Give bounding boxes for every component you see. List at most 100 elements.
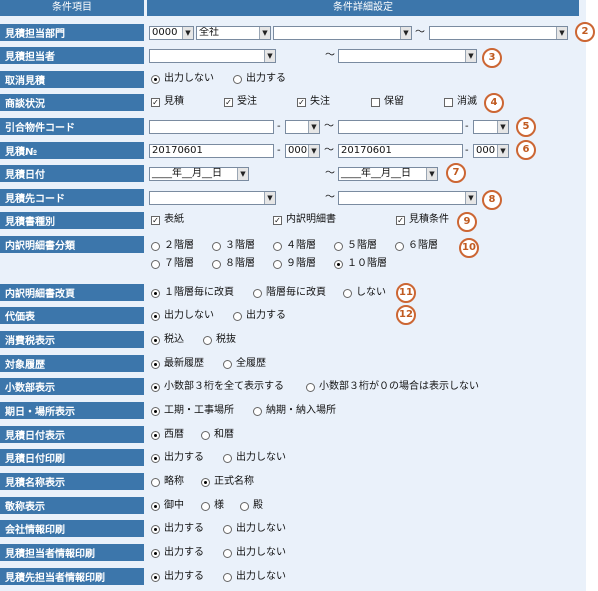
substitute-option-1[interactable]: 出力する	[233, 310, 286, 322]
option-label: 出力する	[164, 452, 204, 463]
option-label: 西暦	[164, 429, 184, 440]
badge-11: 11	[396, 283, 416, 303]
date-format-option-0[interactable]: 西暦	[151, 429, 184, 441]
breakdown-level-option-8[interactable]: １０階層	[334, 258, 387, 270]
dept-code-select[interactable]: 0000▼	[149, 26, 194, 40]
date-print-option-0[interactable]: 出力する	[151, 452, 204, 464]
quote-date-to-select[interactable]: ____年__月__日▼	[338, 167, 438, 181]
dropdown-arrow-icon: ▼	[237, 168, 248, 180]
checkbox-icon	[371, 97, 380, 107]
option-label: ７階層	[164, 258, 194, 269]
header-detail-column: 条件詳細設定	[147, 0, 579, 16]
property-to-code-input[interactable]	[338, 120, 463, 134]
dropdown-arrow-icon: ▼	[308, 121, 319, 133]
date-print-option-1[interactable]: 出力しない	[223, 452, 286, 464]
quote-no-from-sub-select[interactable]: 000▼	[285, 144, 320, 158]
history-option-0[interactable]: 最新履歴	[151, 358, 204, 370]
client-staff-print-option-1[interactable]: 出力しない	[223, 571, 286, 583]
quote-date-from-select[interactable]: ____年__月__日▼	[149, 167, 249, 181]
option-label: ６階層	[408, 240, 438, 251]
period-place-option-1[interactable]: 納期・納入場所	[253, 405, 336, 417]
breakdown-level-option-0[interactable]: ２階層	[151, 240, 194, 252]
option-label: 出力する	[164, 547, 204, 558]
company-print-option-1[interactable]: 出力しない	[223, 523, 286, 535]
radio-icon	[201, 501, 210, 511]
breakdown-level-option-7[interactable]: ９階層	[273, 258, 316, 270]
staff-print-option-0[interactable]: 出力する	[151, 547, 204, 559]
property-from-code-input[interactable]	[149, 120, 274, 134]
quote-no-to-input[interactable]: 20170601	[338, 144, 463, 158]
period-place-option-0[interactable]: 工期・工事場所	[151, 405, 234, 417]
status-option-4[interactable]: 消滅	[444, 96, 477, 108]
status-option-1[interactable]: ✓受注	[224, 96, 257, 108]
status-option-2[interactable]: ✓失注	[297, 96, 330, 108]
breakdown-page-option-0[interactable]: １階層毎に改頁	[151, 287, 234, 299]
doc-type-option-1[interactable]: ✓内訳明細書	[273, 214, 336, 226]
radio-icon	[223, 359, 232, 369]
quote-no-from-input[interactable]: 20170601	[149, 144, 274, 158]
dept-from-select[interactable]: ▼	[273, 26, 412, 40]
history-option-1[interactable]: 全履歴	[223, 358, 266, 370]
option-label: １０階層	[347, 258, 387, 269]
breakdown-level-option-2[interactable]: ４階層	[273, 240, 316, 252]
breakdown-level-option-1[interactable]: ３階層	[212, 240, 255, 252]
doc-type-option-2[interactable]: ✓見積条件	[396, 214, 449, 226]
radio-icon	[151, 477, 160, 487]
checkbox-icon: ✓	[151, 97, 160, 107]
date-format-option-1[interactable]: 和暦	[201, 429, 234, 441]
quote-no-to-sub-select[interactable]: 000▼	[473, 144, 509, 158]
radio-icon	[151, 311, 160, 321]
radio-icon	[151, 335, 160, 345]
client-from-select[interactable]: ▼	[149, 191, 276, 205]
breakdown-level-option-5[interactable]: ７階層	[151, 258, 194, 270]
doc-type-option-0[interactable]: ✓ 表紙	[151, 214, 184, 226]
honorific-option-0[interactable]: 御中	[151, 500, 184, 512]
dept-to-select[interactable]: ▼	[429, 26, 568, 40]
status-option-3[interactable]: 保留	[371, 96, 404, 108]
checkbox-icon: ✓	[224, 97, 233, 107]
dropdown-arrow-icon: ▼	[259, 27, 270, 39]
substitute-option-0[interactable]: 出力しない	[151, 310, 214, 322]
staff-print-option-1[interactable]: 出力しない	[223, 547, 286, 559]
honorific-option-2[interactable]: 殿	[240, 500, 263, 512]
decimal-option-1[interactable]: 小数部３桁が０の場合は表示しない	[306, 381, 479, 393]
breakdown-level-option-6[interactable]: ８階層	[212, 258, 255, 270]
option-label: 出力しない	[236, 547, 286, 558]
label-honorific: 敬称表示	[0, 497, 144, 514]
breakdown-page-option-2[interactable]: しない	[343, 287, 386, 299]
checkbox-icon: ✓	[151, 215, 160, 225]
person-from-select[interactable]: ▼	[149, 49, 276, 63]
honorific-option-1[interactable]: 様	[201, 500, 224, 512]
dept-name-select[interactable]: 全社▼	[196, 26, 271, 40]
decimal-option-0[interactable]: 小数部３桁を全て表示する	[151, 381, 284, 393]
option-label: 保留	[384, 96, 404, 107]
breakdown-level-option-3[interactable]: ５階層	[334, 240, 377, 252]
status-option-0[interactable]: ✓見積	[151, 96, 184, 108]
label-client-staff-print: 見積先担当者情報印刷	[0, 568, 144, 585]
name-display-option-1[interactable]: 正式名称	[201, 476, 254, 488]
radio-icon	[223, 572, 232, 582]
company-print-option-0[interactable]: 出力する	[151, 523, 204, 535]
cancel-option-0[interactable]: 出力しない	[151, 73, 214, 85]
label-period-place: 期日・場所表示	[0, 402, 144, 419]
property-from-sub-select[interactable]: ▼	[285, 120, 320, 134]
badge-9: 9	[457, 212, 477, 232]
option-label: 失注	[310, 96, 330, 107]
person-to-select[interactable]: ▼	[338, 49, 477, 63]
option-label: 表紙	[164, 214, 184, 225]
cancel-option-1[interactable]: 出力する	[233, 73, 286, 85]
dropdown-arrow-icon: ▼	[308, 145, 319, 157]
breakdown-level-option-4[interactable]: ６階層	[395, 240, 438, 252]
breakdown-page-option-1[interactable]: 階層毎に改頁	[253, 287, 326, 299]
client-to-select[interactable]: ▼	[338, 191, 477, 205]
tax-option-1[interactable]: 税抜	[203, 334, 236, 346]
option-label: 工期・工事場所	[164, 405, 234, 416]
name-display-option-0[interactable]: 略称	[151, 476, 184, 488]
tax-option-0[interactable]: 税込	[151, 334, 184, 346]
client-staff-print-option-0[interactable]: 出力する	[151, 571, 204, 583]
quote-no-to-sub-value: 000	[476, 145, 496, 156]
property-to-sub-select[interactable]: ▼	[473, 120, 509, 134]
label-client: 見積先コード	[0, 189, 144, 206]
option-label: ３階層	[225, 240, 255, 251]
